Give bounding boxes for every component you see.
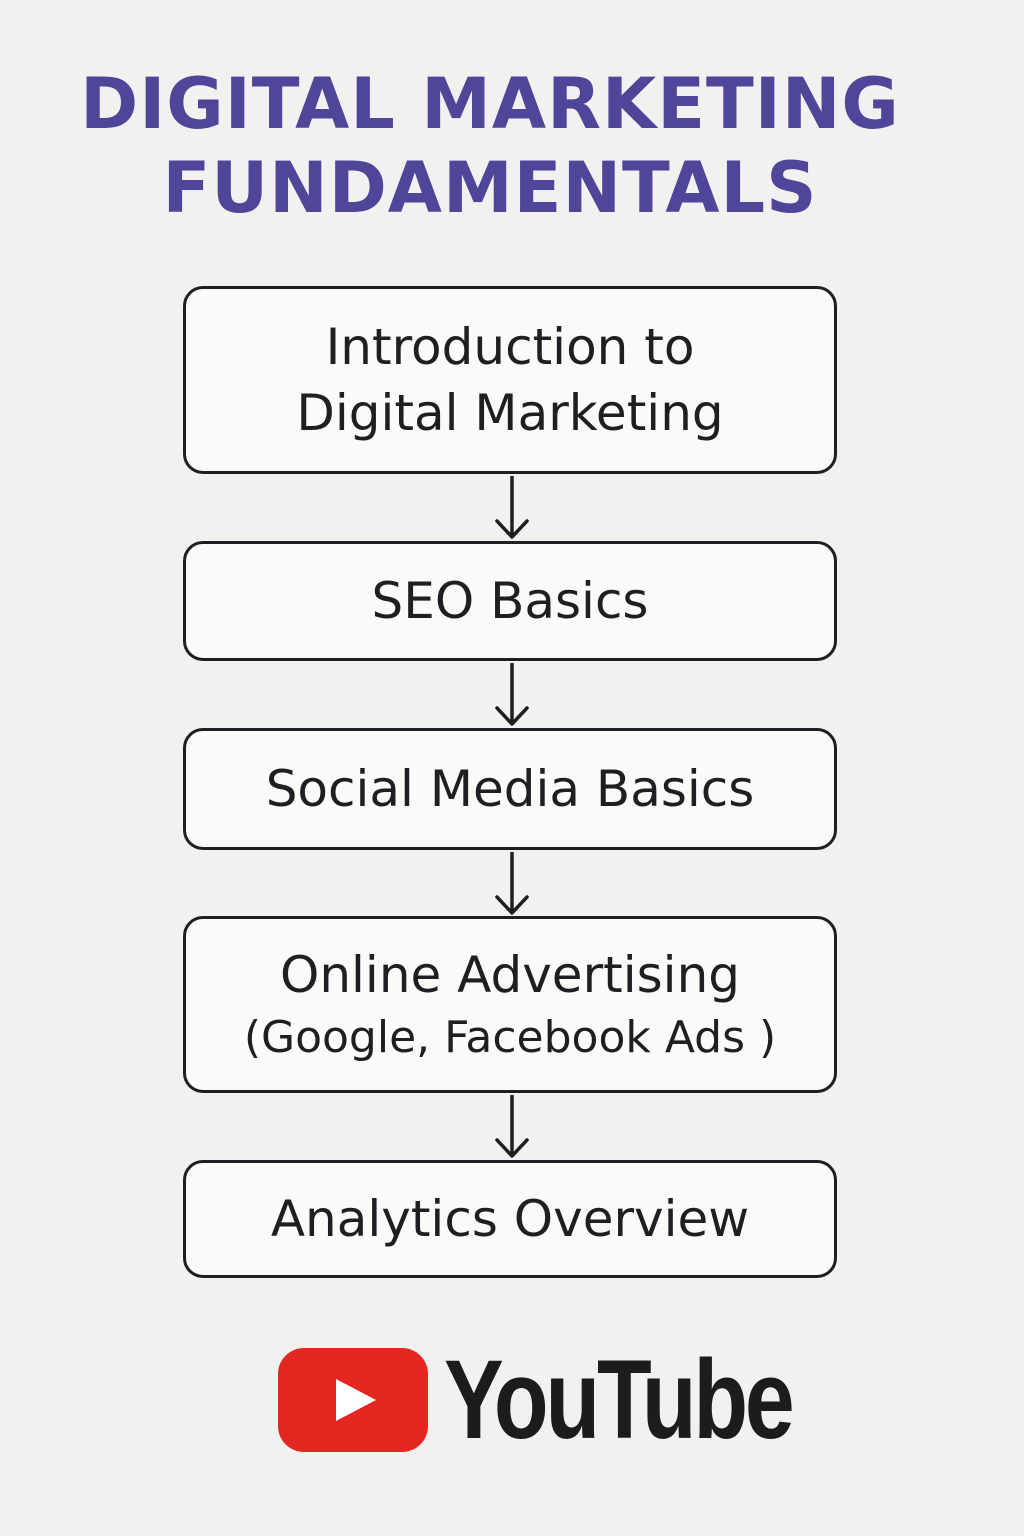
step-label: Analytics Overview [270, 1190, 750, 1248]
youtube-play-icon [278, 1348, 428, 1452]
title-line-2: FUNDAMENTALS [162, 147, 818, 229]
step-analytics-overview: Analytics Overview [183, 1160, 837, 1278]
step-label: Introduction to [325, 318, 695, 376]
step-label: Social Media Basics [265, 760, 755, 818]
youtube-logo: YouTube [278, 1337, 878, 1462]
step-label: Digital Marketing [296, 384, 724, 442]
step-label: Online Advertising [279, 945, 740, 1004]
flow-arrow [495, 852, 529, 916]
step-seo-basics: SEO Basics [183, 541, 837, 661]
step-introduction: Introduction to Digital Marketing [183, 286, 837, 474]
title-line-1: DIGITAL MARKETING [80, 63, 900, 145]
youtube-wordmark: YouTube [444, 1337, 795, 1462]
step-social-media-basics: Social Media Basics [183, 728, 837, 850]
flow-arrow [495, 663, 529, 727]
flow-arrow [495, 1095, 529, 1159]
step-online-advertising: Online Advertising (Google, Facebook Ads… [183, 916, 837, 1093]
step-label: (Google, Facebook Ads ) [243, 1011, 777, 1063]
step-label: SEO Basics [371, 572, 649, 630]
flow-arrow [495, 476, 529, 540]
diagram-title: DIGITAL MARKETING FUNDAMENTALS [0, 62, 980, 230]
